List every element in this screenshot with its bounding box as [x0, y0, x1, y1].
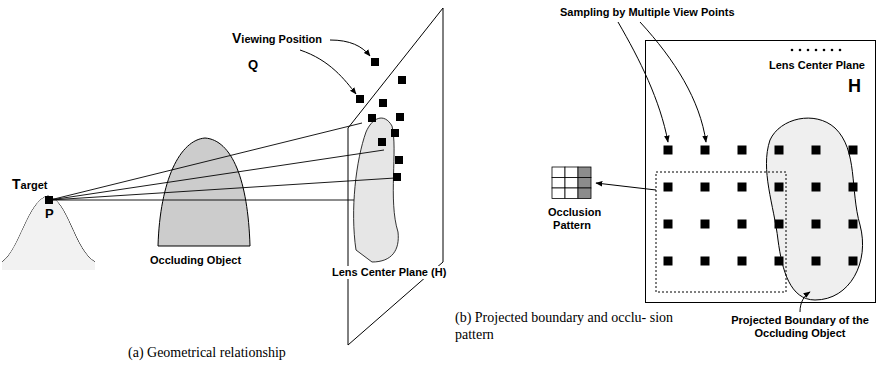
viewpoint-square: [738, 146, 747, 155]
pattern-cell: [552, 178, 565, 189]
sight-line: [50, 123, 362, 200]
viewpoint-square: [775, 146, 784, 155]
occlusion-pattern: Occlusion Pattern: [548, 166, 596, 236]
dotted-window: [656, 172, 786, 292]
continuation-dots: [791, 49, 842, 52]
pattern-cell: [552, 167, 565, 178]
plane-symbol: H: [848, 75, 861, 97]
lens-plane: [348, 8, 443, 345]
pattern-cell: [578, 188, 591, 199]
dot: [823, 49, 826, 52]
viewpoint-square: [393, 173, 401, 181]
dot: [799, 49, 802, 52]
leader-arrow: [330, 40, 370, 56]
leader-arrow: [300, 50, 356, 94]
viewpoint-square: [738, 257, 747, 266]
viewpoint-square: [391, 129, 399, 137]
viewpoint-square: [701, 183, 710, 192]
target-label: Target: [12, 178, 47, 192]
viewpoint-square: [849, 183, 858, 192]
callout-label: Projected Boundary of the Occluding Obje…: [722, 314, 878, 340]
viewpoint-square: [775, 257, 784, 266]
viewpoint-square: [849, 146, 858, 155]
caption: (b) Projected boundary and occlu- sion p…: [455, 309, 683, 343]
target-hill-shade: [2, 196, 95, 270]
projected-shadow: [354, 118, 399, 262]
point-label: P: [45, 207, 54, 220]
viewpoint-square: [664, 183, 673, 192]
pattern-cell: [565, 178, 578, 189]
viewpoint-square: [738, 183, 747, 192]
lens-plane-box: Lens Center PlaneH: [645, 40, 876, 303]
sight-lines: [50, 123, 395, 200]
dot: [791, 49, 794, 52]
viewpoint-square: [738, 220, 747, 229]
sight-line: [50, 150, 384, 200]
object-label: Occluding Object: [150, 254, 241, 267]
viewpoint-square: [395, 156, 403, 164]
dot: [831, 49, 834, 52]
viewpoint-square: [664, 146, 673, 155]
viewpoint-square: [775, 220, 784, 229]
viewpoint-square: [664, 257, 673, 266]
viewpoint-square: [398, 76, 406, 84]
viewpoint-square: [849, 220, 858, 229]
dot: [807, 49, 810, 52]
node-label: Lens Center Plane: [769, 59, 865, 72]
viewpoint-square: [378, 138, 386, 146]
point-label: Q: [248, 58, 258, 71]
pattern-cell: [578, 178, 591, 189]
viewpoint-square: [371, 58, 379, 66]
viewpoint-square: [701, 146, 710, 155]
dot: [815, 49, 818, 52]
node-label: Occlusion Pattern: [548, 206, 596, 232]
pattern-arrow: [596, 183, 656, 190]
viewpoint-square: [701, 220, 710, 229]
sampling-grid: [664, 146, 858, 266]
viewpoint-square: [812, 146, 821, 155]
projected-boundary: [766, 118, 862, 300]
viewpoint-square: [664, 220, 673, 229]
leader-arrow: [800, 292, 810, 312]
pattern-cell: [552, 188, 565, 199]
plane-label: Lens Center Plane (H): [330, 266, 448, 279]
viewpoint-square: [356, 95, 364, 103]
dot: [839, 49, 842, 52]
sight-line: [50, 200, 354, 201]
pattern-cell: [565, 188, 578, 199]
viewpoint-square: [368, 114, 376, 122]
viewpoint-square: [396, 113, 404, 121]
target-point: [45, 196, 53, 204]
callout-label: Sampling by Multiple View Points: [560, 6, 735, 19]
pattern-grid: [551, 166, 593, 200]
viewpoint-square: [379, 99, 387, 107]
viewpoint-square: [812, 257, 821, 266]
viewpoint-square: [812, 220, 821, 229]
viewpoint-square: [849, 257, 858, 266]
caption: (a) Geometrical relationship: [128, 344, 286, 361]
viewing-positions: [356, 58, 406, 181]
pattern-cell: [565, 167, 578, 178]
viewpoint-square: [701, 257, 710, 266]
viewpoint-square: [812, 183, 821, 192]
viewpoint-square: [775, 183, 784, 192]
sight-line: [50, 178, 395, 200]
viewing-position-label: Viewing Position: [232, 32, 322, 46]
pattern-cell: [578, 167, 591, 178]
